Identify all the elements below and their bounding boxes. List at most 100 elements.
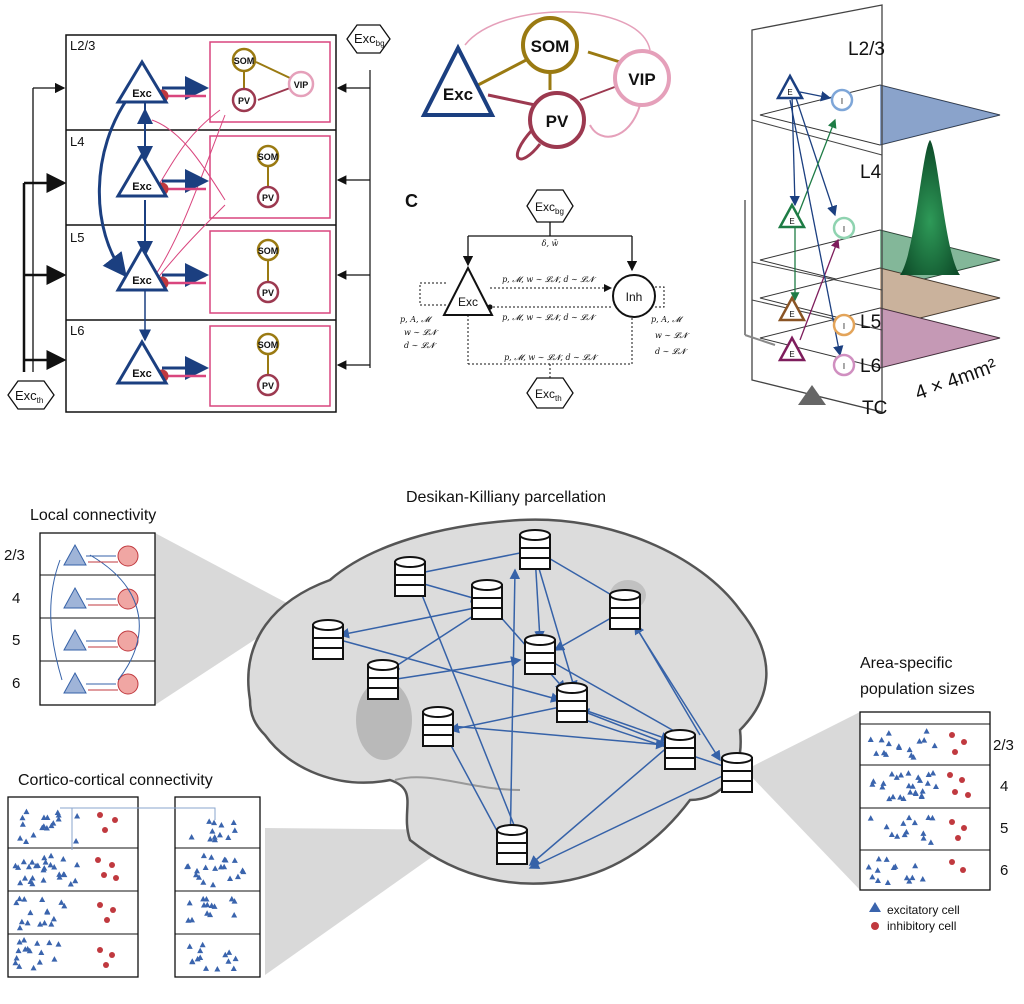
excitatory-cell-marker bbox=[217, 863, 224, 870]
excitatory-cell-marker bbox=[41, 854, 48, 861]
svg-text:I: I bbox=[843, 225, 845, 234]
excitatory-cell-marker bbox=[29, 874, 36, 881]
area-node bbox=[496, 824, 528, 865]
svg-text:w ∼ 𝓛𝓝: w ∼ 𝓛𝓝 bbox=[655, 331, 690, 340]
som-node-l23 bbox=[231, 47, 257, 73]
excitatory-cell-marker bbox=[890, 864, 897, 870]
panel-c: C Excbg δ, w̄ Exc Inh p, 𝓜, w ∼ 𝓛𝓝, d ∼ … bbox=[400, 189, 690, 409]
excitatory-cell-marker bbox=[56, 871, 63, 877]
excitatory-cell-marker bbox=[883, 823, 890, 830]
cortico-cortical-title: Cortico-cortical connectivity bbox=[18, 772, 213, 789]
svg-text:2/3: 2/3 bbox=[4, 547, 25, 564]
exc-population-l4: Exc bbox=[115, 152, 169, 198]
excitatory-cell-marker bbox=[900, 820, 907, 826]
area-node bbox=[519, 529, 551, 570]
svg-text:p, 𝓜, w ∼ 𝓛𝓝, d ∼ 𝓛𝓝: p, 𝓜, w ∼ 𝓛𝓝, d ∼ 𝓛𝓝 bbox=[502, 313, 597, 322]
excitatory-cell-marker bbox=[885, 730, 892, 736]
excitatory-cell-marker bbox=[230, 819, 237, 825]
area-node bbox=[367, 659, 399, 700]
excitatory-cell-marker bbox=[29, 859, 36, 865]
excitatory-cell-marker bbox=[46, 939, 53, 946]
excitatory-cell-marker bbox=[234, 873, 241, 880]
excitatory-cell-marker bbox=[23, 838, 30, 845]
excitatory-cell-marker bbox=[906, 746, 913, 753]
area-node bbox=[312, 619, 344, 660]
excitatory-cell-marker bbox=[30, 832, 37, 838]
excitatory-cell-marker bbox=[41, 919, 48, 926]
excitatory-cell-marker bbox=[186, 899, 193, 906]
excitatory-cell-marker bbox=[56, 874, 63, 880]
excitatory-cell-marker bbox=[19, 821, 26, 827]
panel-e: Desikan-Killiany parcellation bbox=[4, 489, 1014, 978]
svg-text:2/3: 2/3 bbox=[993, 737, 1014, 754]
excitatory-cell-marker bbox=[194, 867, 201, 874]
excitatory-cell-marker bbox=[908, 752, 915, 758]
layer-label-l4: L4 bbox=[70, 134, 84, 149]
excitatory-cell-marker bbox=[189, 958, 196, 964]
excitatory-cell-marker bbox=[200, 852, 207, 859]
population-title-2: population sizes bbox=[860, 681, 975, 698]
excitatory-cell-marker bbox=[40, 814, 47, 820]
excitatory-cell-marker bbox=[924, 780, 931, 786]
svg-text:I: I bbox=[843, 362, 845, 371]
excitatory-cell-marker bbox=[39, 896, 46, 903]
legend-exc: excitatory cell bbox=[887, 903, 960, 917]
excitatory-cell-marker bbox=[878, 736, 885, 743]
svg-text:SOM: SOM bbox=[531, 37, 570, 56]
excitatory-cell-marker bbox=[207, 911, 214, 918]
excitatory-cell-marker bbox=[55, 812, 62, 818]
excitatory-cell-marker bbox=[18, 918, 25, 925]
excitatory-cell-marker bbox=[920, 835, 927, 841]
excitatory-cell-marker bbox=[60, 855, 67, 862]
exc-bg-hexagon bbox=[346, 24, 391, 54]
pv-node-l23 bbox=[231, 87, 257, 113]
excitatory-cell-marker bbox=[225, 958, 232, 964]
excitatory-cell-marker bbox=[22, 946, 29, 952]
excitatory-cell-marker bbox=[879, 784, 886, 790]
excitatory-cell-marker bbox=[918, 793, 925, 799]
excitatory-cell-marker bbox=[42, 859, 49, 865]
excitatory-cell-marker bbox=[44, 909, 51, 915]
excitatory-cell-marker bbox=[883, 856, 890, 862]
excitatory-cell-marker bbox=[38, 949, 45, 955]
svg-text:PV: PV bbox=[238, 96, 250, 106]
excitatory-cell-marker bbox=[230, 965, 237, 971]
panel-c-label: C bbox=[405, 191, 418, 211]
svg-text:Exc: Exc bbox=[132, 88, 152, 100]
svg-text:p, 𝓜, w ∼ 𝓛𝓝, d ∼ 𝓛𝓝: p, 𝓜, w ∼ 𝓛𝓝, d ∼ 𝓛𝓝 bbox=[504, 353, 599, 362]
panel-d-e-l23: E bbox=[775, 73, 805, 100]
area-node bbox=[394, 556, 426, 597]
excitatory-cell-marker bbox=[55, 815, 62, 822]
excitatory-cell-marker bbox=[12, 862, 19, 869]
excitatory-cell-marker bbox=[911, 819, 918, 826]
svg-text:4: 4 bbox=[1000, 778, 1008, 795]
panel-b-pv: PV bbox=[515, 91, 586, 161]
panel-b-vip: VIP bbox=[613, 49, 671, 107]
excitatory-cell-marker bbox=[884, 879, 891, 886]
panel-d-l6: L6 bbox=[860, 356, 881, 377]
excitatory-cell-marker bbox=[203, 965, 210, 971]
svg-text:PV: PV bbox=[262, 193, 274, 203]
excitatory-cell-marker bbox=[895, 743, 902, 749]
excitatory-cell-marker bbox=[915, 774, 922, 780]
excitatory-cell-marker bbox=[889, 793, 896, 800]
svg-text:Exc: Exc bbox=[458, 295, 478, 309]
area-node bbox=[609, 589, 641, 630]
svg-text:d ∼ 𝓛𝓝: d ∼ 𝓛𝓝 bbox=[404, 341, 438, 350]
excitatory-cell-marker bbox=[903, 874, 910, 881]
excitatory-cell-marker bbox=[21, 875, 28, 881]
excitatory-cell-marker bbox=[51, 864, 58, 870]
excitatory-cell-marker bbox=[880, 780, 887, 786]
inh-l6: SOM PV bbox=[256, 332, 280, 397]
svg-text:PV: PV bbox=[262, 288, 274, 298]
excitatory-cell-marker bbox=[227, 875, 234, 881]
excitatory-cell-marker bbox=[188, 833, 195, 840]
excitatory-cell-marker bbox=[865, 863, 872, 870]
exc-th-hexagon bbox=[7, 380, 55, 410]
svg-text:p, 𝓜, w ∼ 𝓛𝓝, d ∼ 𝓛𝓝: p, 𝓜, w ∼ 𝓛𝓝, d ∼ 𝓛𝓝 bbox=[502, 275, 597, 284]
excitatory-cell-marker bbox=[897, 794, 904, 800]
excitatory-cell-marker bbox=[932, 783, 939, 790]
svg-text:VIP: VIP bbox=[628, 70, 655, 89]
inh-l4: SOM PV bbox=[256, 144, 280, 209]
